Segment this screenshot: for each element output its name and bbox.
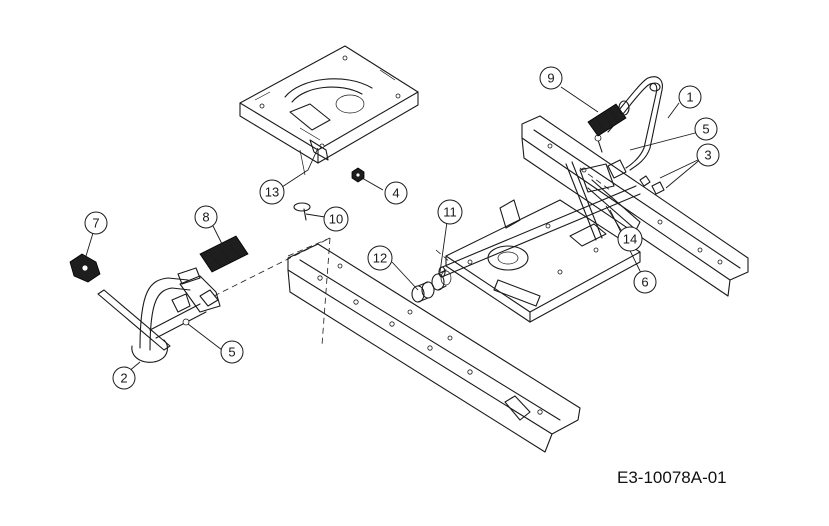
callout-7: 7 xyxy=(84,211,108,235)
frame-rail-upper xyxy=(521,115,749,297)
callout-14-label: 14 xyxy=(623,232,637,247)
callout-2-label: 2 xyxy=(120,371,127,386)
bushing-part-12 xyxy=(411,281,435,303)
callout-10: 10 xyxy=(323,206,349,232)
callout-11-label: 11 xyxy=(443,205,457,220)
center-bracket-assembly xyxy=(445,199,641,323)
nut-part-4 xyxy=(351,167,365,183)
callout-9: 9 xyxy=(539,66,563,90)
bolt-part-10 xyxy=(293,202,311,221)
callout-4-label: 4 xyxy=(392,186,399,201)
callout-6-label: 6 xyxy=(641,275,648,290)
screws-part-3 xyxy=(639,175,665,195)
callout-10-label: 10 xyxy=(329,212,343,227)
right-pedal-assembly xyxy=(565,134,641,241)
pedal-rod-part-1 xyxy=(603,76,663,171)
callout-1-label: 1 xyxy=(686,90,693,105)
callout-9-label: 9 xyxy=(547,71,554,86)
callout-8-label: 8 xyxy=(202,210,209,225)
callout-5-right: 5 xyxy=(694,117,718,141)
seat-mounting-plate xyxy=(239,45,419,176)
callout-13-label: 13 xyxy=(265,185,279,200)
callout-5-left-label: 5 xyxy=(228,345,235,360)
pedal-grip-part-9 xyxy=(587,100,630,137)
callout-4: 4 xyxy=(384,181,408,205)
callout-3: 3 xyxy=(696,143,720,167)
callout-8: 8 xyxy=(194,205,218,229)
alignment-lines xyxy=(213,167,611,346)
callout-5-right-label: 5 xyxy=(702,122,709,137)
callout-1: 1 xyxy=(678,85,702,109)
callout-13: 13 xyxy=(259,179,285,205)
callout-12-label: 12 xyxy=(373,251,387,266)
bushing-part-11 xyxy=(431,269,452,291)
left-pedal-assembly xyxy=(97,267,221,363)
callout-12: 12 xyxy=(367,245,393,271)
callout-11: 11 xyxy=(437,199,463,225)
knob-part-7 xyxy=(69,253,101,283)
pedal-grip-part-8 xyxy=(199,235,249,273)
callout-6: 6 xyxy=(633,270,657,294)
callout-3-label: 3 xyxy=(704,148,711,163)
callout-14: 14 xyxy=(617,226,643,252)
callout-7-label: 7 xyxy=(92,216,99,231)
callout-5-left: 5 xyxy=(220,340,244,364)
callout-2: 2 xyxy=(112,366,136,390)
frame-rail-lower xyxy=(287,243,581,453)
drawing-id-label: E3-10078A-01 xyxy=(617,468,727,487)
